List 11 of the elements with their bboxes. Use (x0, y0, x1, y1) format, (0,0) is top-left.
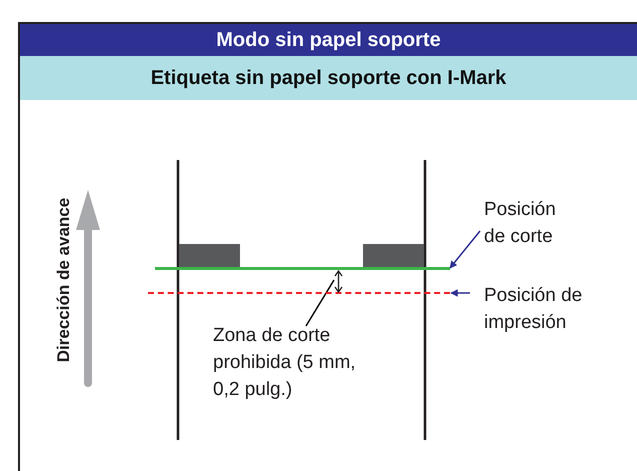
print-position-line (148, 292, 450, 294)
callout-text: Posición de corte (484, 196, 582, 252)
cut-position-line (155, 267, 450, 270)
arrow (450, 289, 470, 297)
callout-text: Posición de impresión (484, 282, 609, 338)
arrow (449, 230, 481, 269)
callout-text: Zona de corte prohibida (5 mm, 0,2 pulg.) (213, 322, 381, 410)
double-arrow-icon (334, 270, 343, 293)
direction-label: Dirección de avance (54, 196, 74, 364)
title-band: Modo sin papel soporte (20, 24, 637, 56)
subtitle-band: Etiqueta sin papel soporte con I-Mark (20, 56, 637, 100)
